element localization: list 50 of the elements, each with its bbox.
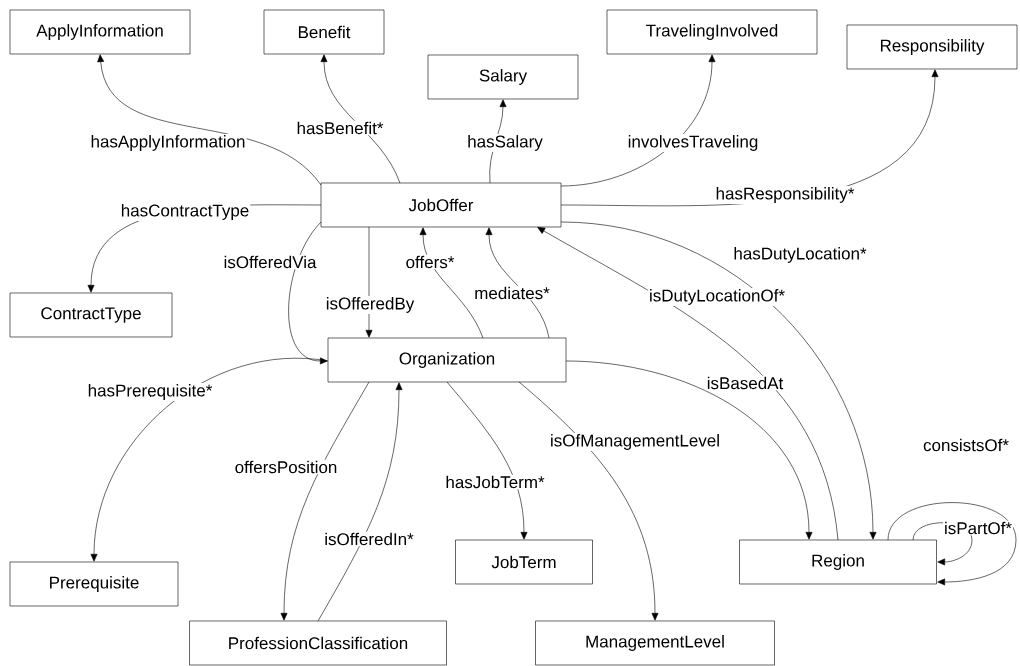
edge-label: hasSalary: [466, 134, 544, 152]
edge-label: hasBenefit*: [295, 120, 385, 136]
edge-label: hasResponsibility*: [714, 186, 856, 204]
class-box: Responsibility: [846, 24, 1018, 70]
edge-label: isOfferedVia: [222, 254, 318, 270]
edge-label: hasJobTerm*: [444, 474, 546, 490]
arrow: [280, 381, 370, 621]
arrow: [288, 221, 328, 365]
arrow: [419, 227, 484, 339]
class-box: Benefit: [263, 9, 385, 55]
edge-label: hasContractType: [119, 203, 251, 221]
class-box: Prerequisite: [9, 561, 179, 607]
edge-label: hasPrerequisite*: [86, 383, 214, 401]
class-box: ProfessionClassification: [189, 620, 447, 666]
arrow: [518, 381, 659, 621]
edge-label: consistsOf*: [922, 437, 1010, 453]
edge-label: hasDutyLocation*: [732, 246, 868, 264]
class-box: Region: [739, 539, 937, 585]
edge-label: involvesTraveling: [626, 134, 760, 152]
arrow: [365, 226, 373, 338]
class-box: Organization: [327, 337, 567, 383]
arrow: [560, 221, 877, 540]
edge-label: isPartOf*: [943, 520, 1013, 536]
edge-label: isOfManagementLevel: [548, 433, 722, 451]
class-box: Salary: [427, 54, 579, 100]
arrow: [446, 381, 528, 540]
arrow: [489, 99, 507, 184]
class-box: JobOffer: [320, 182, 562, 228]
class-box: JobTerm: [455, 539, 593, 585]
arrow: [317, 382, 403, 622]
edge-label: offersPosition: [233, 459, 339, 475]
class-box: ApplyInformation: [9, 9, 191, 55]
arrow: [887, 502, 1017, 586]
arrow: [97, 54, 322, 186]
edge-label: isOfferedBy: [324, 296, 416, 314]
arrow: [560, 54, 716, 187]
class-box: ContractType: [9, 292, 173, 338]
edge-label: mediates*: [473, 285, 551, 301]
edge-label: offers*: [404, 254, 456, 270]
class-box: TravelingInvolved: [606, 9, 818, 55]
edge-label: isOfferedIn*: [323, 531, 415, 547]
edge-label: isDutyLocationOf*: [647, 288, 787, 306]
edge-label: isBasedAt: [705, 375, 785, 391]
arrow: [320, 54, 401, 184]
edge-label: hasApplyInformation: [89, 134, 247, 152]
arrow: [485, 227, 550, 339]
arrow: [537, 227, 839, 541]
arrow: [90, 357, 329, 562]
class-box: ManagementLevel: [535, 620, 775, 666]
arrow: [565, 360, 813, 540]
